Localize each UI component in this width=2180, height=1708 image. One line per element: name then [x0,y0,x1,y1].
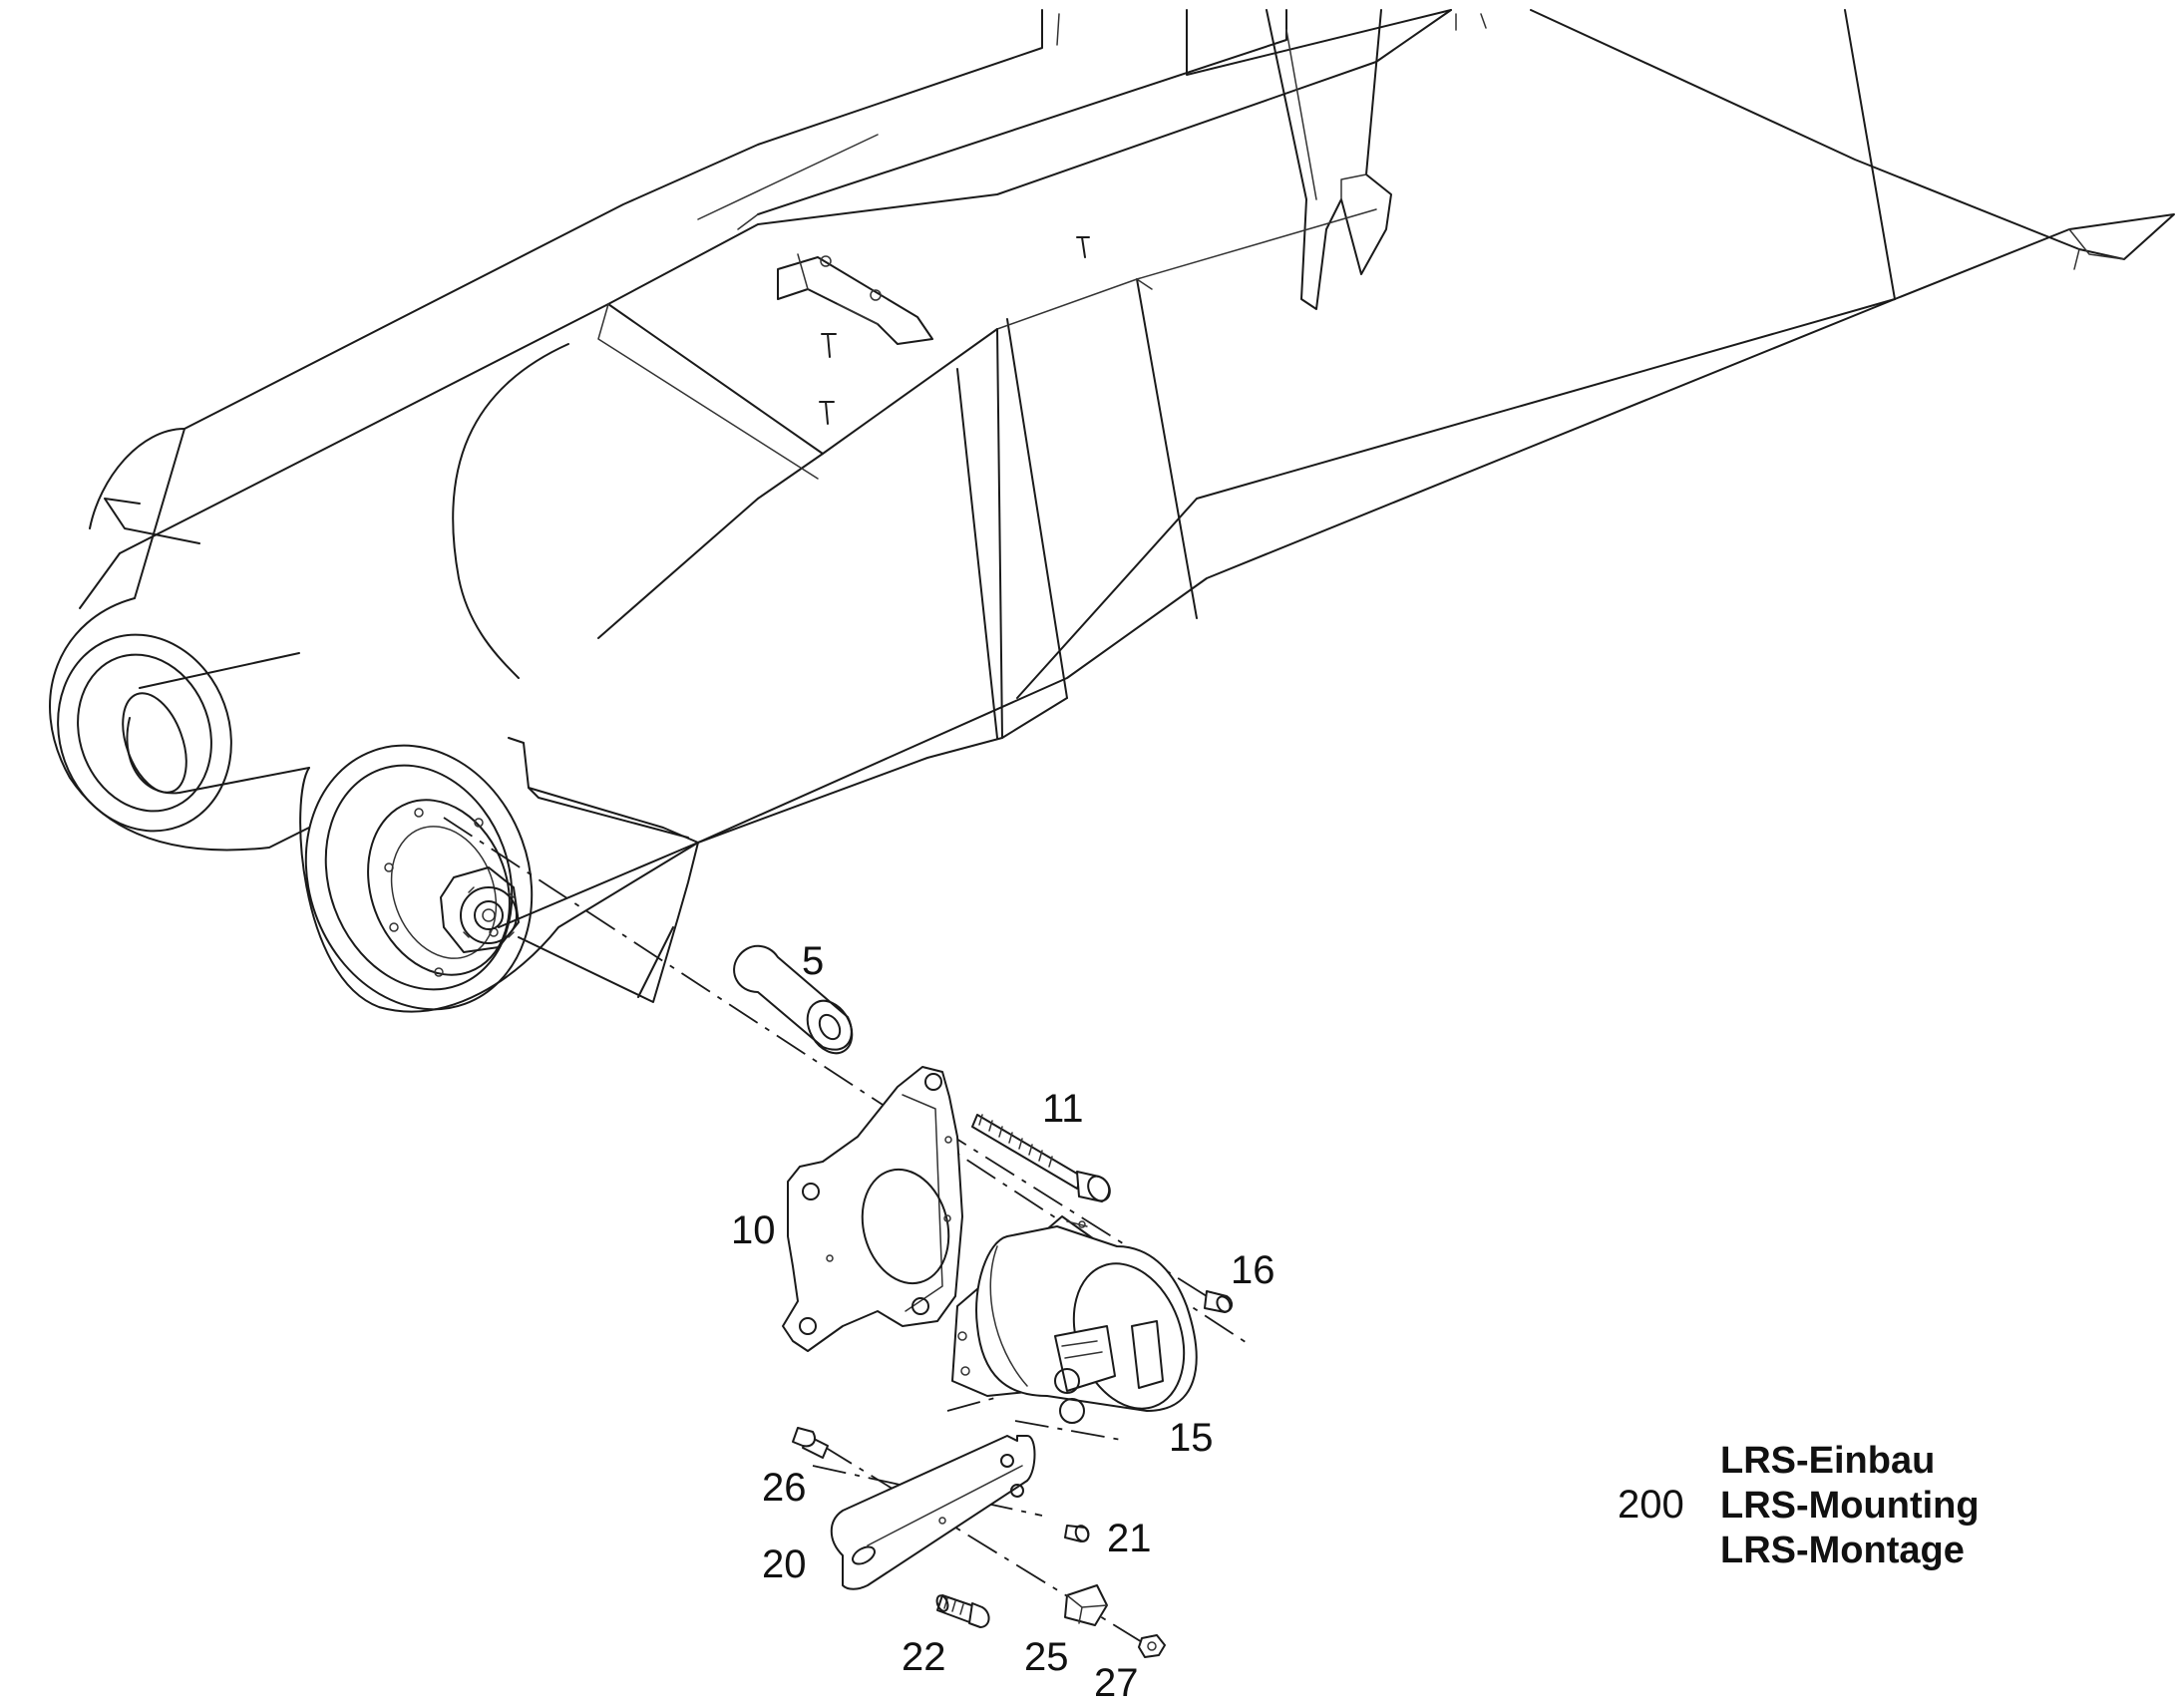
part-5-spacer [733,944,854,1055]
title-german: LRS-Einbau [1720,1440,1935,1482]
title-french: LRS-Montage [1720,1530,1965,1571]
part-15-sensor [951,1215,1198,1424]
part-16-screw [1204,1290,1233,1313]
part-26-screw [792,1427,829,1459]
title-english: LRS-Mounting [1720,1485,1980,1527]
boom-structure [104,9,2175,928]
pivot-assembly [49,428,699,1013]
part-27-nut [1138,1634,1166,1658]
callout-15: 15 [1169,1416,1214,1460]
callout-11: 11 [1042,1087,1084,1131]
callout-labels: 5 11 10 16 15 26 21 20 22 25 27 [731,939,1275,1705]
callout-21: 21 [1107,1517,1152,1560]
callout-10: 10 [731,1208,776,1252]
callout-22: 22 [902,1635,946,1679]
title-block: LRS-Einbau 200 LRS-Mounting LRS-Montage [1618,1440,1980,1571]
part-22-screw [935,1594,990,1628]
callout-27: 27 [1094,1661,1139,1705]
callout-5: 5 [802,939,824,983]
title-number: 200 [1618,1483,1684,1527]
callout-26: 26 [762,1466,807,1510]
part-10-mounting-plate [782,1066,963,1352]
callout-20: 20 [762,1542,807,1586]
part-20-bracket [830,1435,1036,1590]
part-25-clip [1064,1584,1108,1626]
callout-16: 16 [1231,1248,1275,1292]
callout-25: 25 [1024,1635,1069,1679]
part-11-long-bolt [971,1114,1111,1202]
part-21-screw [1064,1525,1090,1542]
